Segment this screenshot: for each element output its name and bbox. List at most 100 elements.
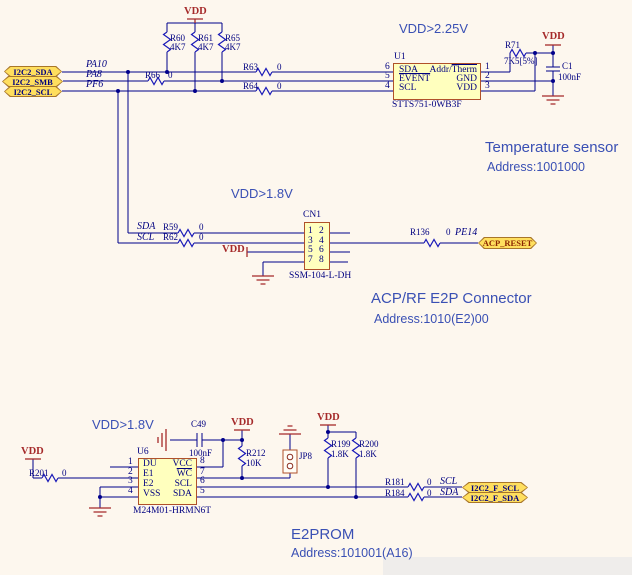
net-label-scl-mid: SCL: [137, 232, 155, 243]
u1-pin-name-addr-therm: Addr/Therm: [422, 65, 478, 76]
r71-refdes: R71: [505, 40, 521, 50]
cn1-pin6-number: 6: [319, 245, 324, 255]
r199-refdes: R199: [331, 439, 351, 449]
resistor-r64: [255, 86, 273, 96]
resistor-r61: [190, 31, 200, 53]
u1-pin5-number: 5: [385, 71, 390, 81]
r212-refdes: R212: [246, 448, 266, 458]
wires-top: [62, 22, 560, 243]
tag-body: I2C2_SDA: [5, 67, 61, 76]
u1-pin-name-gnd: GND: [456, 74, 477, 84]
r64-value: 0: [277, 81, 282, 91]
bottom-gray-strip: [383, 557, 632, 575]
jp8-pin2-circle: [286, 462, 294, 470]
ground-cn1: [252, 275, 274, 285]
resistor-r199: [323, 437, 333, 459]
c1-value: 100nF: [558, 72, 582, 82]
resistor-r62: [177, 238, 195, 248]
u1-pin-name-scl: SCL: [399, 83, 417, 93]
net-tag-i2c2-f-sda[interactable]: I2C2_F_SDA: [462, 492, 528, 503]
net-tag-i2c2-scl[interactable]: I2C2_SCL: [4, 86, 62, 97]
u6-pin-name-e1: E1: [143, 469, 154, 479]
wires-middle: [118, 232, 478, 276]
voltage-note-e2prom: VDD>1.8V: [92, 417, 154, 432]
vdd-label-r199: VDD: [317, 412, 340, 423]
connector-cn1[interactable]: [304, 222, 330, 270]
voltage-note-temp: VDD>2.25V: [399, 21, 469, 36]
resistor-r63: [255, 67, 273, 77]
tag-body: I2C2_F_SDA: [463, 493, 527, 502]
cn1-pin8-number: 8: [319, 255, 324, 265]
r201-refdes: R201: [29, 468, 49, 478]
resistor-r65: [217, 31, 227, 53]
section-address-e2prom: Address:101001(A16): [291, 546, 413, 560]
r212-value: 10K: [246, 458, 262, 468]
u6-pin3-number: 3: [128, 476, 133, 486]
r63-refdes: R63: [243, 62, 259, 72]
u6-pin-name-sda: SDA: [172, 489, 192, 499]
u6-pin-name-vcc: VCC: [172, 459, 192, 469]
voltage-note-acp: VDD>1.8V: [231, 186, 293, 201]
r61-value: 4K7: [198, 42, 214, 52]
wire-r199-r200: [327, 425, 357, 497]
u1-pin2-number: 2: [485, 71, 490, 81]
r59-refdes: R59: [163, 222, 179, 232]
r59-value: 0: [199, 222, 204, 232]
tag-label: I2C2_SMB: [12, 76, 53, 87]
wire-u1-right: [481, 52, 553, 92]
u1-refdes: U1: [394, 52, 406, 62]
tag-label: ACP_RESET: [482, 238, 533, 248]
u1-pin6-number: 6: [385, 62, 390, 72]
u6-pin1-number: 1: [128, 457, 133, 467]
tag-label: I2C2_SCL: [13, 86, 53, 97]
r184-value: 0: [427, 488, 432, 498]
u6-pin-name-scl: SCL: [174, 479, 192, 489]
net-tag-i2c2-f-scl[interactable]: I2C2_F_SCL: [462, 482, 528, 493]
tag-body: I2C2_SMB: [3, 77, 62, 86]
jumper-jp8[interactable]: [282, 449, 298, 474]
wire-gnd-cn1: [262, 261, 304, 276]
ic-u1-temperature-sensor[interactable]: [393, 63, 481, 100]
u6-refdes: U6: [137, 447, 149, 457]
u6-pin-name-vss: VSS: [143, 489, 161, 499]
tag-body: I2C2_F_SCL: [463, 483, 527, 492]
net-label-pa8: PA8: [86, 69, 102, 80]
resistor-r201: [41, 473, 59, 483]
net-tag-acp-reset[interactable]: ACP_RESET: [478, 237, 537, 249]
net-tag-i2c2-sda[interactable]: I2C2_SDA: [4, 66, 62, 77]
r71-value: 7K5[5%]: [504, 56, 538, 66]
u1-addr-text: Addr/: [429, 65, 452, 75]
u6-pin7-number: 7: [200, 467, 205, 477]
section-title-e2prom: E2PROM: [291, 526, 355, 543]
net-tag-i2c2-smb[interactable]: I2C2_SMB: [2, 76, 63, 87]
u1-part-number: STTS751-0WB3F: [392, 100, 462, 110]
ic-u6-eeprom[interactable]: [138, 458, 197, 505]
resistor-r200: [351, 437, 361, 459]
u6-pin2-number: 2: [128, 467, 133, 477]
tag-label: I2C2_SDA: [13, 66, 53, 77]
resistor-r71: [509, 48, 527, 58]
tag-label: I2C2_F_SDA: [470, 492, 520, 503]
r65-value: 4K7: [225, 42, 241, 52]
vdd-label-cn1: VDD: [222, 244, 245, 255]
u6-part-number: M24M01-HRMN6T: [133, 506, 212, 516]
net-label-pf6: PF6: [86, 79, 104, 90]
u6-pin-name-e2: E2: [143, 479, 154, 489]
u6-pin4-number: 4: [128, 486, 133, 496]
r201-value: 0: [62, 468, 67, 478]
ground-c1: [542, 95, 564, 105]
c49-value: 100nF: [189, 448, 213, 458]
r65-refdes: R65: [225, 33, 241, 43]
r181-value: 0: [427, 477, 432, 487]
r60-value: 4K7: [170, 42, 186, 52]
r136-value: 0: [446, 227, 451, 237]
vdd-label-top: VDD: [184, 6, 207, 17]
r62-refdes: R62: [163, 232, 179, 242]
u6-pin5-number: 5: [200, 486, 205, 496]
r200-value: 1.8K: [359, 449, 377, 459]
r62-value: 0: [199, 232, 204, 242]
tag-body: I2C2_SCL: [5, 87, 61, 96]
junction-dots: [98, 51, 555, 499]
resistor-r59: [177, 228, 195, 238]
